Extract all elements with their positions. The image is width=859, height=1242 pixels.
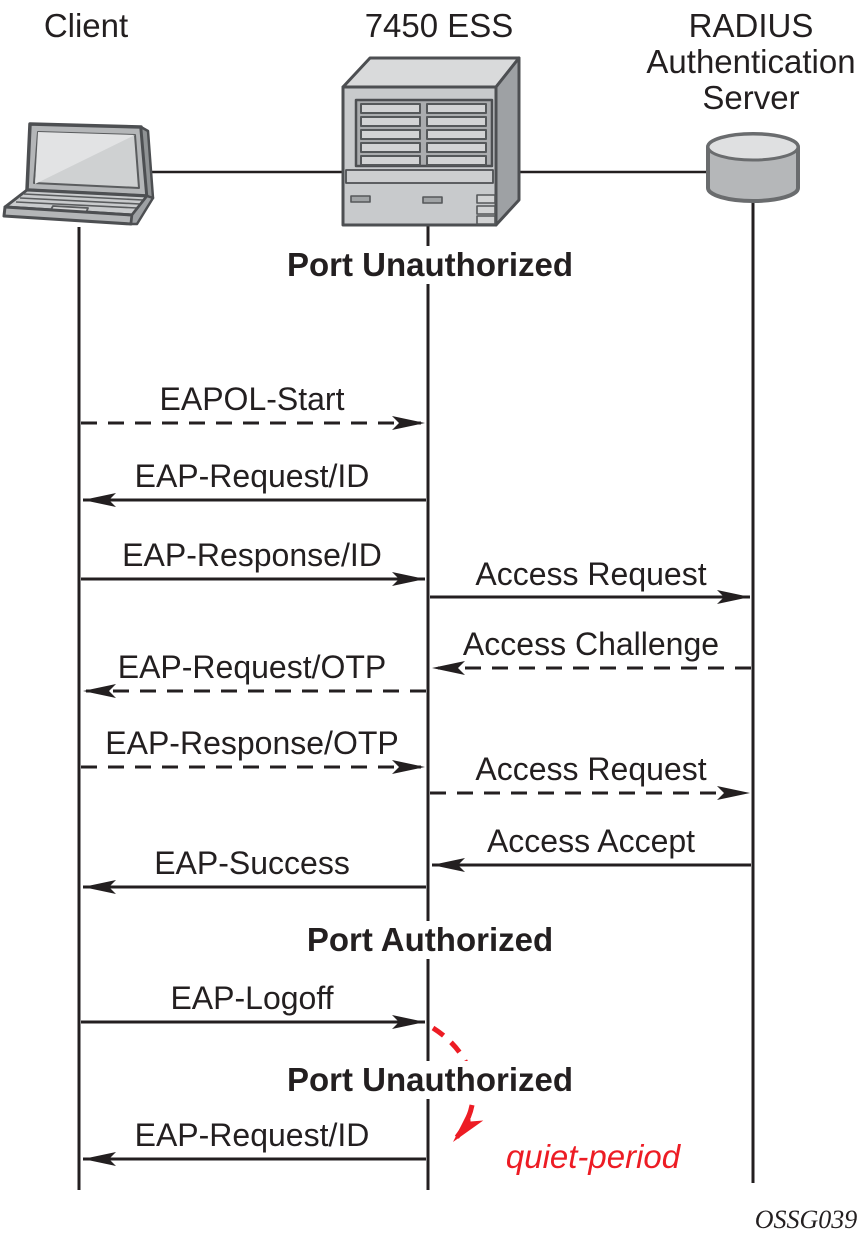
- switch-icon: [341, 56, 521, 227]
- message-label-eap-logoff: EAP-Logoff: [170, 980, 334, 1016]
- message-label-eap-response-otp: EAP-Response/OTP: [105, 725, 399, 761]
- message-label-access-request-1: Access Request: [475, 556, 707, 592]
- port-state-unauthorized-2: Port Unauthorized: [281, 1061, 579, 1099]
- message-label-eap-request-id: EAP-Request/ID: [134, 458, 370, 494]
- port-state-authorized: Port Authorized: [300, 921, 560, 959]
- message-label-eap-success: EAP-Success: [154, 845, 350, 881]
- message-label-access-challenge: Access Challenge: [462, 626, 720, 662]
- message-label-eap-response-id: EAP-Response/ID: [122, 537, 382, 573]
- message-label-eap-request-otp: EAP-Request/OTP: [117, 649, 387, 685]
- actor-label-ess: 7450 ESS: [364, 7, 514, 44]
- actor-label-radius: RADIUS Authentication Server: [646, 7, 856, 116]
- message-label-access-accept: Access Accept: [486, 823, 696, 859]
- message-label-eap-request-id-2: EAP-Request/ID: [134, 1117, 370, 1153]
- quiet-period-loop-arrow: [431, 1025, 484, 1144]
- actor-label-client: Client: [43, 7, 129, 44]
- quiet-period-label: quiet-period: [505, 1138, 681, 1175]
- database-icon: [706, 132, 800, 203]
- switch-card-slots: [360, 103, 487, 166]
- port-state-unauthorized-1: Port Unauthorized: [281, 246, 579, 284]
- message-arrows: [81, 416, 751, 1166]
- message-label-access-request-2: Access Request: [475, 751, 707, 787]
- figure-code: OSSG039: [754, 1205, 858, 1234]
- laptop-icon: [2, 122, 155, 226]
- lifelines: [77, 200, 755, 1190]
- message-label-eapol-start: EAPOL-Start: [159, 381, 345, 417]
